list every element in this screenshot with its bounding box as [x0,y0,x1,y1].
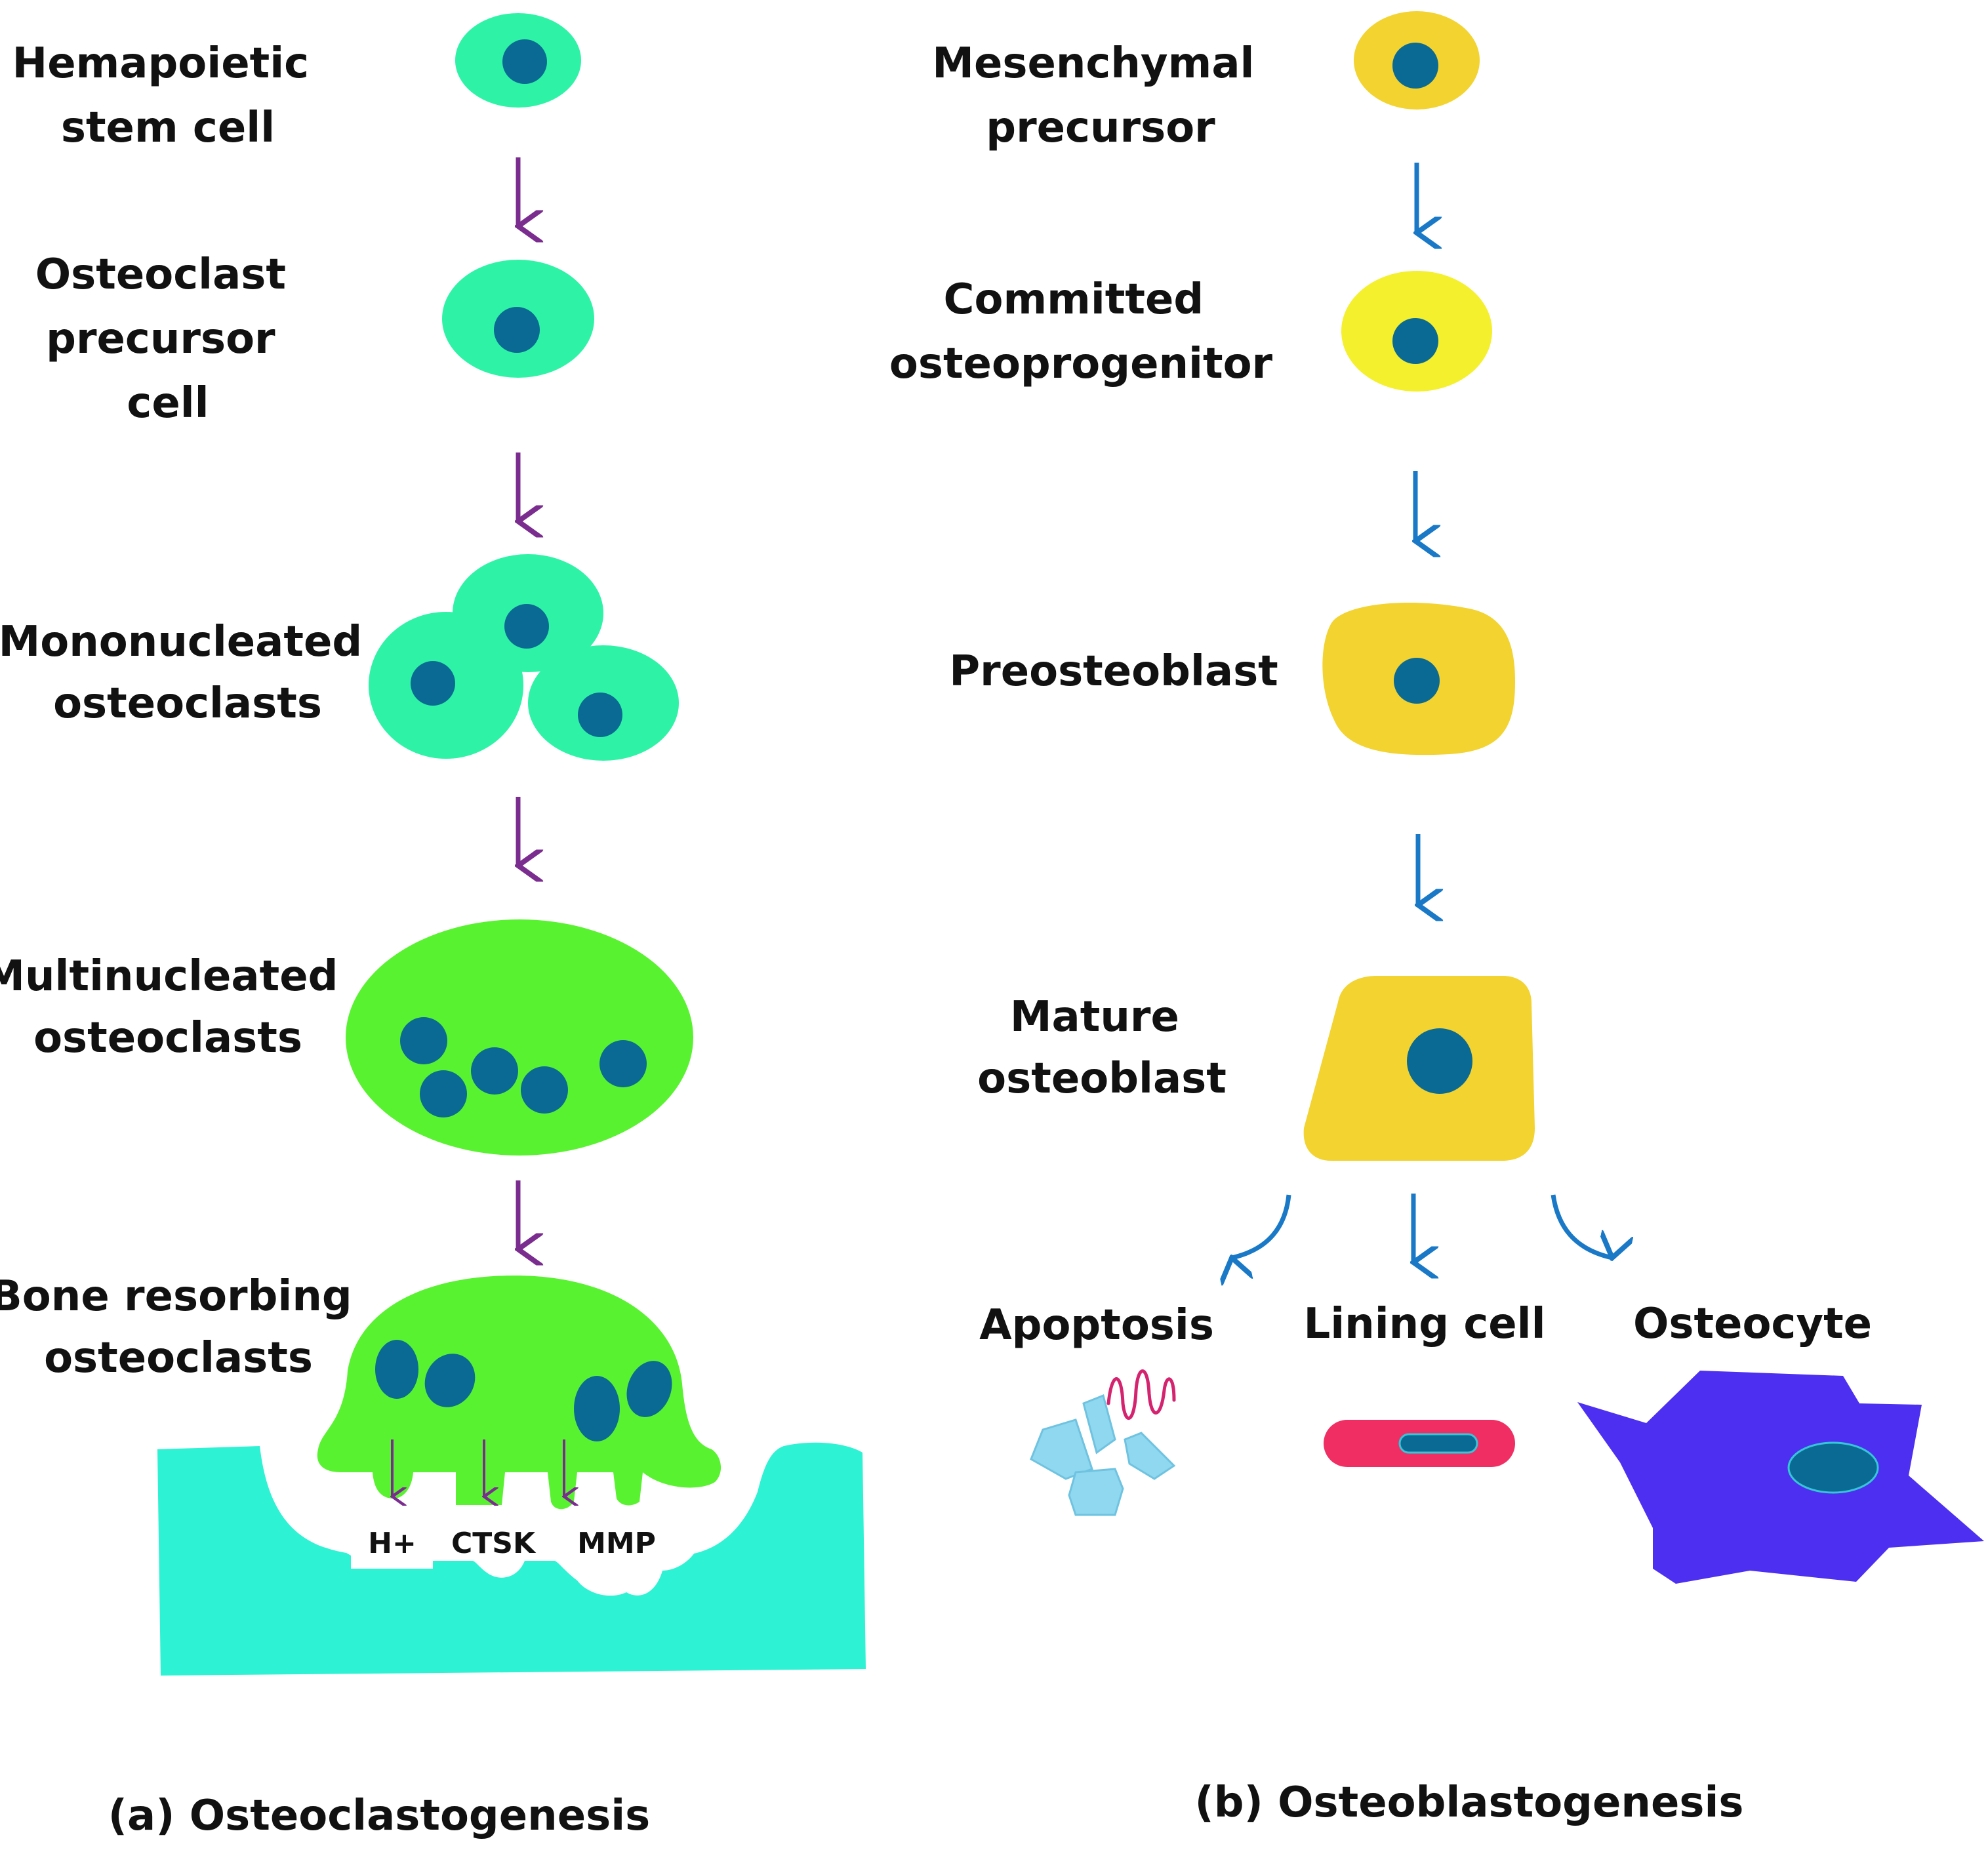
secretion-label-mmp: MMP [577,1527,656,1560]
nucleus [420,1070,467,1117]
arrow-blue-left-curve [1232,1194,1291,1258]
nucleus [1407,1028,1472,1094]
nucleus [502,39,547,84]
mesenchymal-precursor-cell [1354,11,1480,110]
caption-osteoblastogenesis: (b) Osteoblastogenesis [1195,1779,1744,1827]
nucleus [494,307,540,353]
caption-osteoclastogenesis: (a) Osteoclastogenesis [108,1792,650,1840]
nucleus [626,1361,672,1417]
nucleus [1392,318,1438,364]
bone-resorbing-osteoclast [317,1276,721,1510]
nucleus [400,1017,447,1064]
nucleus [504,604,549,649]
apoptosis-squiggle [1106,1369,1176,1420]
secretion-label-ctsk: CTSK [451,1527,537,1560]
label-preosteoblast: Preosteoblast [949,647,1278,696]
committed-osteoprogenitor-cell [1341,271,1492,392]
label-bone-resorbing-osteoclasts: Bone resorbing osteoclasts [0,1272,367,1382]
nucleus [471,1047,518,1095]
label-osteoclast-precursor-cell: Osteoclast precursor cell [35,251,301,428]
preosteoblast-cell [1322,603,1515,755]
resorption-lacuna [308,1491,708,1596]
nucleus [521,1066,568,1114]
arrow-blue-right-curve [1551,1194,1612,1258]
mononucleated-osteoclasts [369,554,679,761]
mature-osteoblast-cell [1303,976,1535,1161]
label-committed-osteoprogenitor: Committed osteoprogenitor [889,275,1273,388]
osteoclastogenesis-panel: Hemapoietic stem cell Osteoclast precurs… [0,13,866,1840]
secretion-label-h-plus: H+ [368,1527,416,1560]
label-mature-osteoblast: Mature osteoblast [977,993,1227,1103]
multinucleated-osteoclast [346,919,693,1156]
lining-cell [1324,1420,1515,1467]
nucleus [599,1040,647,1087]
label-hemapoietic-stem-cell: Hemapoietic stem cell [12,39,324,152]
nucleus [375,1340,418,1399]
label-lining-cell: Lining cell [1303,1300,1545,1348]
nucleus [424,1354,476,1407]
nucleus [1787,1441,1879,1494]
nucleus [1394,658,1440,704]
apoptosis-fragments [1030,1369,1176,1516]
label-multinucleated-osteoclasts: Multinucleated osteoclasts [0,952,353,1062]
label-osteocyte: Osteocyte [1633,1300,1872,1348]
label-mesenchymal-precursor: Mesenchymal precursor [932,39,1268,152]
osteocyte [1577,1371,1984,1584]
osteoblastogenesis-panel: Mesenchymal precursor Committed osteopro… [889,11,1984,1827]
hemapoietic-stem-cell [455,13,581,108]
nucleus [578,693,622,737]
label-apoptosis: Apoptosis [979,1301,1214,1350]
osteoclast-precursor-cell [442,260,594,378]
nucleus [574,1376,620,1441]
label-mononucleated-osteoclasts: Mononucleated osteoclasts [0,618,376,728]
nucleus [411,661,455,706]
nucleus [1392,43,1438,89]
nucleus [1398,1433,1478,1454]
